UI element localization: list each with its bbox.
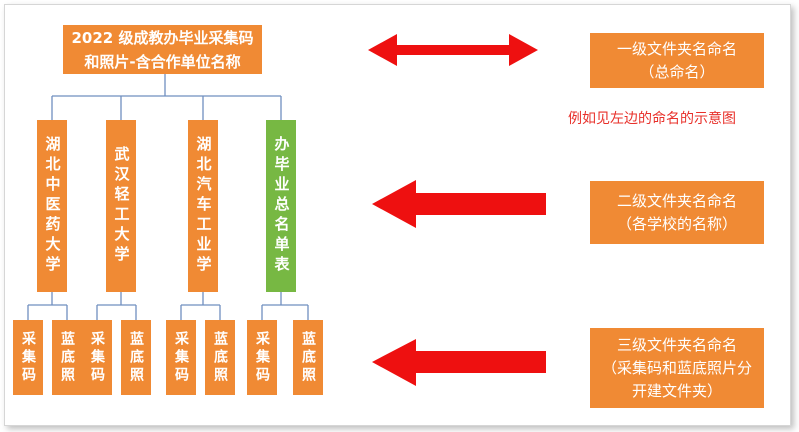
leaf-box-2: 蓝底照 [52, 320, 82, 395]
level-3-line3: 开建文件夹） [631, 381, 722, 400]
leaf-box-4: 蓝底照 [121, 320, 151, 395]
leaf-box-1: 采集码 [13, 320, 43, 395]
left-arrow-icon [372, 339, 546, 386]
level-1-line2: （总命名） [639, 62, 715, 81]
school-box-4: 办毕业总名单表 [266, 120, 296, 292]
leaf-label: 蓝底照 [300, 330, 316, 385]
school-label: 湖北汽车工业学 [194, 136, 213, 276]
leaf-box-5: 采集码 [166, 320, 196, 395]
leaf-box-8: 蓝底照 [293, 320, 323, 395]
example-note: 例如见左边的命名的示意图 [568, 111, 736, 127]
level-2-box: 二级文件夹名命名 （各学校的名称） [590, 181, 764, 244]
leaf-label: 蓝底照 [59, 330, 75, 385]
leaf-label: 蓝底照 [212, 330, 228, 385]
school-label: 湖北中医药大学 [43, 136, 62, 276]
level-3-line2: （采集码和蓝底照片分 [601, 358, 752, 377]
level-3-line1: 三级文件夹名命名 [616, 335, 737, 354]
leaf-box-6: 蓝底照 [205, 320, 235, 395]
school-label: 办毕业总名单表 [272, 136, 291, 276]
leaf-box-7: 采集码 [247, 320, 277, 395]
school-label: 武汉轻工大学 [112, 146, 131, 266]
root-title-line2: 和照片-含合作单位名称 [84, 52, 241, 71]
school-box-2: 武汉轻工大学 [106, 120, 136, 292]
leaf-label: 采集码 [254, 330, 270, 385]
leaf-label: 采集码 [20, 330, 36, 385]
school-box-3: 湖北汽车工业学 [188, 120, 218, 292]
school-box-1: 湖北中医药大学 [37, 120, 67, 292]
double-headed-arrow-icon [368, 34, 538, 66]
leaf-box-3: 采集码 [82, 320, 112, 395]
root-title-line1: 2022 级成教办毕业采集码 [71, 28, 254, 47]
level-2-line2: （各学校的名称） [616, 214, 737, 233]
leaf-label: 采集码 [89, 330, 105, 385]
level-3-box: 三级文件夹名命名 （采集码和蓝底照片分 开建文件夹） [590, 328, 764, 408]
leaf-label: 蓝底照 [128, 330, 144, 385]
root-folder-box: 2022 级成教办毕业采集码 和照片-含合作单位名称 [63, 25, 262, 74]
level-1-line1: 一级文件夹名命名 [616, 39, 737, 58]
level-2-line1: 二级文件夹名命名 [616, 191, 737, 210]
left-arrow-icon [372, 180, 546, 228]
level-1-box: 一级文件夹名命名 （总命名） [590, 33, 764, 88]
leaf-label: 采集码 [173, 330, 189, 385]
